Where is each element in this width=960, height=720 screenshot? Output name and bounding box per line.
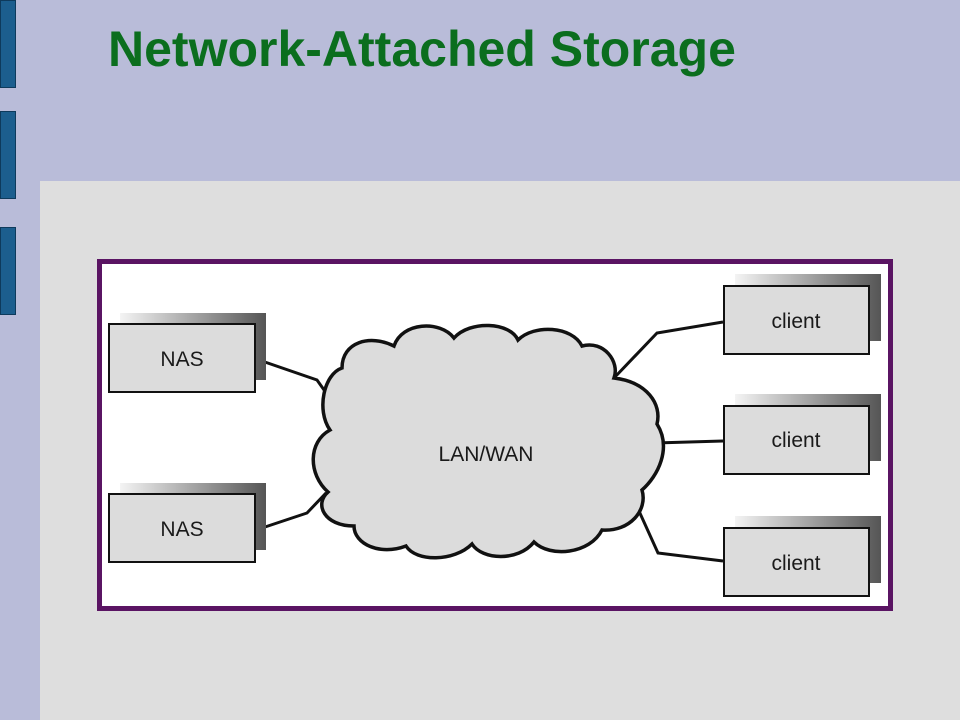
nas-node-box: [108, 323, 256, 393]
client-node-box: [723, 405, 870, 475]
diagram-frame: LAN/WAN NAS NAS client client client: [97, 259, 893, 611]
client-node-1: client: [723, 274, 881, 355]
nas-node-1: NAS: [108, 313, 266, 393]
client-node-box: [723, 527, 870, 597]
link-nas-2: [258, 491, 328, 531]
network-label: LAN/WAN: [439, 443, 534, 466]
client-label: client: [771, 310, 820, 333]
side-bar-1: [0, 0, 16, 88]
nas-diagram: LAN/WAN NAS NAS client client client: [108, 274, 881, 597]
client-label: client: [771, 552, 820, 575]
slide-title: Network-Attached Storage: [108, 21, 736, 77]
nas-node-2: NAS: [108, 483, 266, 563]
link-client-2: [654, 439, 724, 445]
network-cloud: [311, 323, 666, 560]
side-bar-2: [0, 111, 16, 199]
side-bar-3: [0, 227, 16, 315]
link-client-3: [632, 499, 724, 563]
client-label: client: [771, 429, 820, 452]
client-node-box: [723, 285, 870, 355]
nas-label: NAS: [160, 348, 203, 371]
link-client-1: [612, 320, 724, 380]
client-node-3: client: [723, 516, 881, 597]
nas-node-box: [108, 493, 256, 563]
client-node-2: client: [723, 394, 881, 475]
nas-label: NAS: [160, 518, 203, 541]
